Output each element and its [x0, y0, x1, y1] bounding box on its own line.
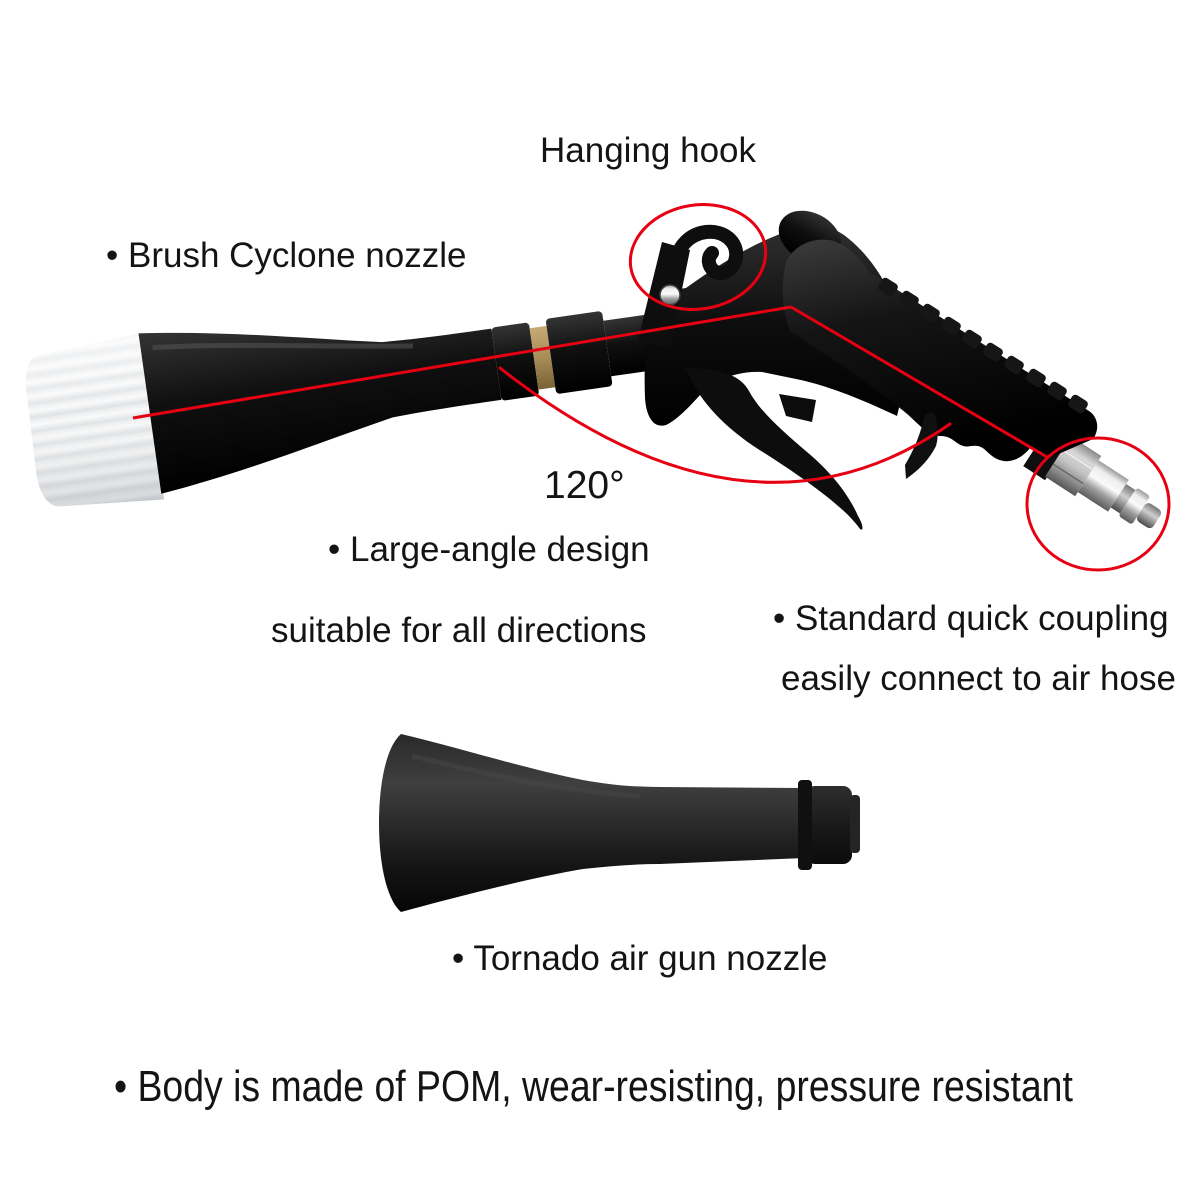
label-standard-quick-coupling: • Standard quick coupling — [773, 599, 1169, 638]
label-large-angle-design: • Large-angle design — [328, 530, 650, 569]
coupling-groove — [1110, 484, 1136, 514]
nozzle-bell — [138, 328, 502, 494]
barrel-collar — [491, 322, 539, 401]
angle-line-left — [132, 305, 792, 420]
body-front-nub — [779, 394, 816, 422]
tornado-nozzle-bell — [379, 734, 805, 912]
trigger-lock-tab — [905, 412, 938, 479]
tornado-air-gun-nozzle — [379, 734, 860, 912]
coupling-hex-nut — [1044, 436, 1102, 497]
angle-arc — [498, 366, 952, 484]
tornado-nozzle-highlight — [411, 753, 641, 799]
hex-facet-line — [1062, 449, 1094, 471]
annotations — [132, 203, 1171, 572]
label-hanging-hook: Hanging hook — [540, 131, 756, 170]
trigger — [686, 368, 863, 530]
handle-serrations — [878, 277, 1088, 414]
hook-screw — [659, 284, 681, 306]
barrel-collar-2 — [546, 311, 613, 394]
label-brush-cyclone-nozzle: • Brush Cyclone nozzle — [106, 236, 467, 275]
gun-handle — [782, 239, 1098, 462]
hex-facet-line — [1052, 463, 1084, 485]
tornado-nozzle-cap — [806, 786, 852, 864]
hook-curl — [669, 224, 744, 281]
nozzle-bell-highlight — [152, 342, 414, 351]
brush-bristles-shade — [25, 333, 165, 507]
label-suitable-all-directions: suitable for all directions — [271, 611, 647, 650]
coupling-ring — [1119, 488, 1150, 524]
coupling-highlight-circle — [1025, 436, 1171, 572]
label-angle-value: 120° — [544, 464, 625, 507]
brass-ring — [529, 325, 556, 390]
tornado-nozzle-cap-flange — [798, 780, 812, 870]
coupling-cylinder — [1077, 460, 1129, 512]
hanging-hook — [638, 224, 744, 348]
tornado-nozzle-tip — [850, 795, 860, 853]
label-easily-connect-air-hose: easily connect to air hose — [781, 659, 1176, 698]
angle-line-right — [790, 305, 1048, 459]
coupling-tip — [1137, 503, 1162, 529]
hook-highlight-circle — [628, 203, 768, 311]
label-body-material: • Body is made of POM, wear-resisting, p… — [114, 1062, 1073, 1111]
label-tornado-air-gun-nozzle: • Tornado air gun nozzle — [452, 939, 828, 978]
